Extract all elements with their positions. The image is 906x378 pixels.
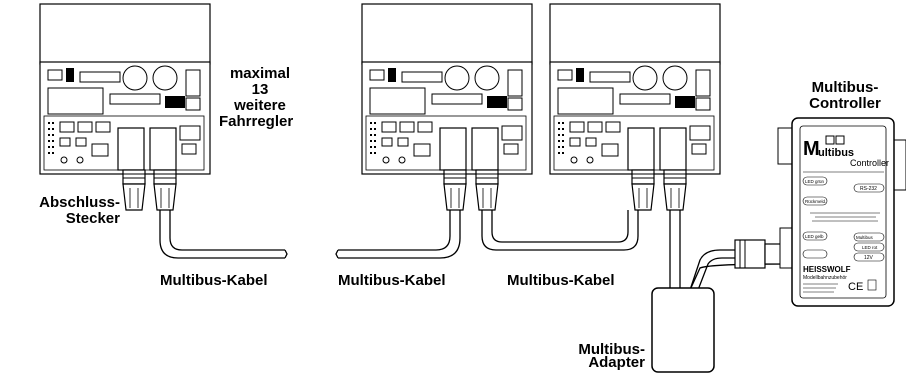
label-weitere: weitere: [234, 97, 286, 114]
controller-logo-word: ultibus: [818, 147, 854, 159]
label-multibus-kabel-1: Multibus-Kabel: [160, 272, 268, 289]
label-multibus-adapter: Multibus- Adapter: [545, 342, 645, 371]
port-multibus-label: Multibus: [856, 235, 874, 240]
multibus-adapter-box: [651, 287, 715, 373]
port-12v-label: 12V: [864, 255, 874, 261]
controller-ce-mark: CE: [848, 281, 863, 293]
multibus-cable-3: [481, 210, 639, 251]
label-count: 13: [251, 81, 269, 98]
label-abschluss-stecker: Abschluss- Stecker: [10, 195, 120, 227]
cable-plug-5: [663, 169, 687, 211]
port-rs232-label: RS-232: [860, 186, 877, 192]
label-fahrregler: Fahrregler: [219, 113, 294, 130]
label-controller-line1: Multibus-: [811, 79, 879, 96]
cable-plug-3: [475, 169, 499, 211]
label-adapter-line2: Adapter: [588, 354, 645, 371]
multibus-cable-1: [159, 210, 288, 259]
label-multibus-kabel-2: Multibus-Kabel: [338, 272, 446, 289]
label-maximal: maximal 13 weitere: [225, 66, 295, 114]
multibus-controller-box: M ultibus Controller LED grün RS-232 Rüc…: [777, 117, 906, 307]
label-multibus-controller: Multibus- Controller: [790, 80, 900, 112]
port-led-gruen-label: LED grün: [805, 179, 825, 184]
fahrregler-board-1: [39, 3, 211, 175]
port-led-gelb-label: LED gelb: [805, 234, 824, 239]
label-adapter-line1: Multibus-: [578, 341, 645, 358]
controller-subtitle: Controller: [850, 158, 889, 168]
abschluss-stecker-plug: [122, 169, 146, 211]
fahrregler-board-2: [361, 3, 533, 175]
port-led-rot-label: LED rot: [862, 245, 878, 250]
label-abschluss-line2: Stecker: [65, 210, 120, 227]
label-maximal-word: maximal: [229, 65, 291, 82]
port-rueckmeld-label: Rückmeld.: [805, 199, 826, 204]
cable-plug-1: [153, 169, 177, 211]
label-abschluss-line1: Abschluss-: [39, 194, 120, 211]
fahrregler-board-3: [549, 3, 721, 175]
label-multibus-kabel-3: Multibus-Kabel: [507, 272, 615, 289]
adapter-plug: [734, 239, 784, 269]
controller-brand: HEISSWOLF: [803, 265, 851, 274]
multibus-cable-2: [335, 210, 461, 259]
controller-brand-sub: Modellbahnzubehör: [803, 275, 847, 281]
controller-logo-m: M: [803, 138, 820, 160]
label-controller-line2: Controller: [809, 95, 881, 112]
cable-plug-2: [443, 169, 467, 211]
cable-plug-4: [631, 169, 655, 211]
adapter-cable: [669, 210, 781, 291]
